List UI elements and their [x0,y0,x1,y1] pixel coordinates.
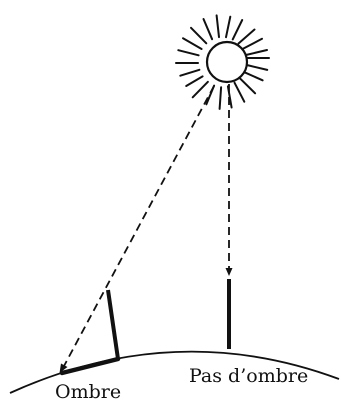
sun-ray [193,82,208,98]
tilted-stick [108,290,118,359]
sun-ray [246,65,267,70]
sun-ray [239,78,255,94]
sun-icon [207,42,247,82]
sun-ray [180,70,199,76]
no-shadow-label: Pas d’ombre [189,365,308,387]
sun-ray [233,20,243,39]
shadow-label: Ombre [55,381,121,403]
sun-ray [186,76,202,86]
sun-ray [239,30,255,44]
oblique-sun-ray [64,86,214,366]
sun-ray [246,50,267,55]
sun-ray [183,38,202,49]
sun-ray [178,50,198,55]
sun-ray [220,87,222,109]
sun-ray [217,15,219,37]
sun-ray [204,19,213,39]
sun-ray [226,17,230,38]
sun-ray [191,28,206,44]
sun-ray [243,39,262,49]
sun-ray [244,72,263,81]
sun-ray [235,83,245,102]
vertical-ray-arrowhead [226,268,233,276]
stick-shadow [62,359,118,373]
